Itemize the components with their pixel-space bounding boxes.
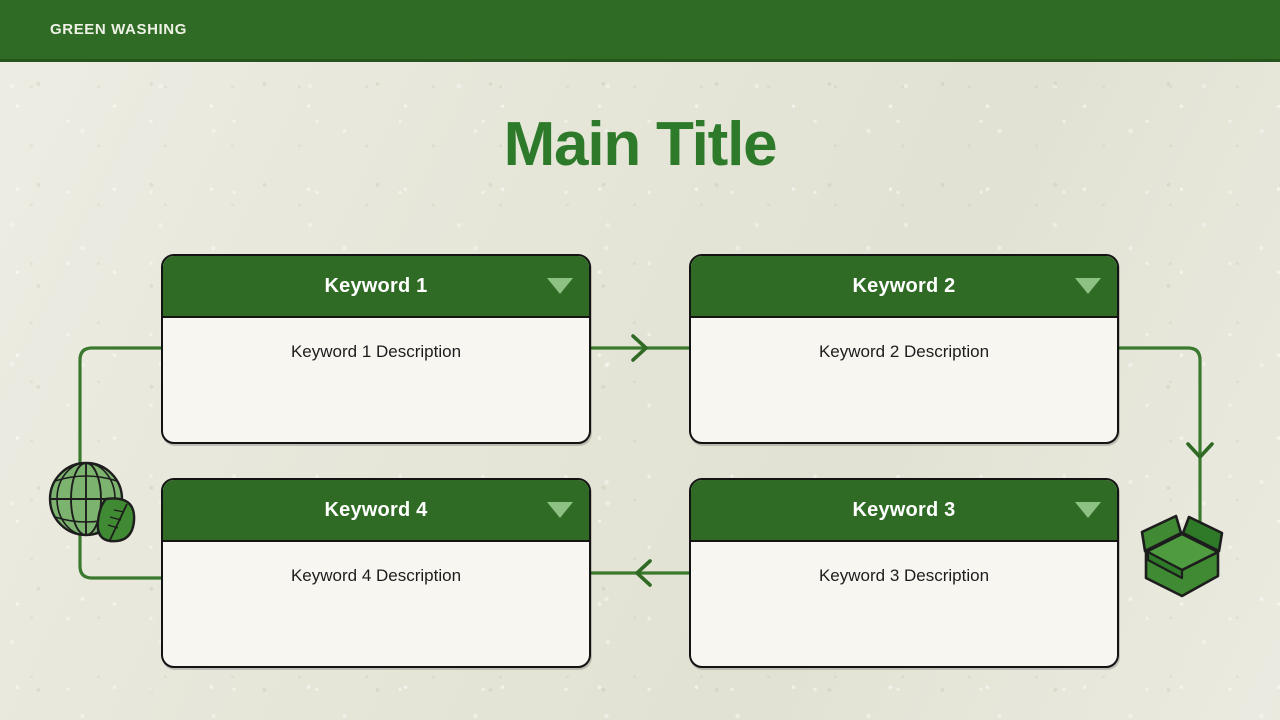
keyword-card-3[interactable]: Keyword 3 Keyword 3 Description — [689, 478, 1119, 668]
keyword-card-3-header[interactable]: Keyword 3 — [691, 480, 1117, 542]
keyword-card-1-title: Keyword 1 — [324, 274, 428, 297]
page-title: Main Title — [503, 110, 778, 179]
keyword-card-1-body: Keyword 1 Description — [163, 318, 589, 441]
top-bar: GREEN WASHING — [0, 0, 1280, 62]
keyword-card-3-description: Keyword 3 Description — [818, 566, 990, 585]
keyword-card-1[interactable]: Keyword 1 Keyword 1 Description — [161, 254, 591, 444]
keyword-card-4-description: Keyword 4 Description — [290, 566, 462, 585]
top-bar-label: GREEN WASHING — [50, 21, 187, 38]
keyword-card-1-description: Keyword 1 Description — [290, 342, 462, 361]
keyword-card-4[interactable]: Keyword 4 Keyword 4 Description — [161, 478, 591, 668]
open-box-icon — [1140, 514, 1224, 598]
keyword-card-2-description: Keyword 2 Description — [818, 342, 990, 361]
keyword-card-2-title: Keyword 2 — [852, 274, 956, 297]
keyword-card-4-body: Keyword 4 Description — [163, 542, 589, 665]
globe-leaf-icon — [48, 461, 136, 543]
keyword-card-2-body: Keyword 2 Description — [691, 318, 1117, 441]
keyword-card-2[interactable]: Keyword 2 Keyword 2 Description — [689, 254, 1119, 444]
keyword-card-4-title: Keyword 4 — [324, 498, 428, 521]
keyword-card-4-header[interactable]: Keyword 4 — [163, 480, 589, 542]
keyword-card-2-header[interactable]: Keyword 2 — [691, 256, 1117, 318]
keyword-card-1-header[interactable]: Keyword 1 — [163, 256, 589, 318]
chevron-down-icon[interactable] — [547, 502, 573, 518]
chevron-down-icon[interactable] — [547, 278, 573, 294]
keyword-card-3-title: Keyword 3 — [852, 498, 956, 521]
keyword-card-3-body: Keyword 3 Description — [691, 542, 1117, 665]
chevron-down-icon[interactable] — [1075, 278, 1101, 294]
chevron-down-icon[interactable] — [1075, 502, 1101, 518]
